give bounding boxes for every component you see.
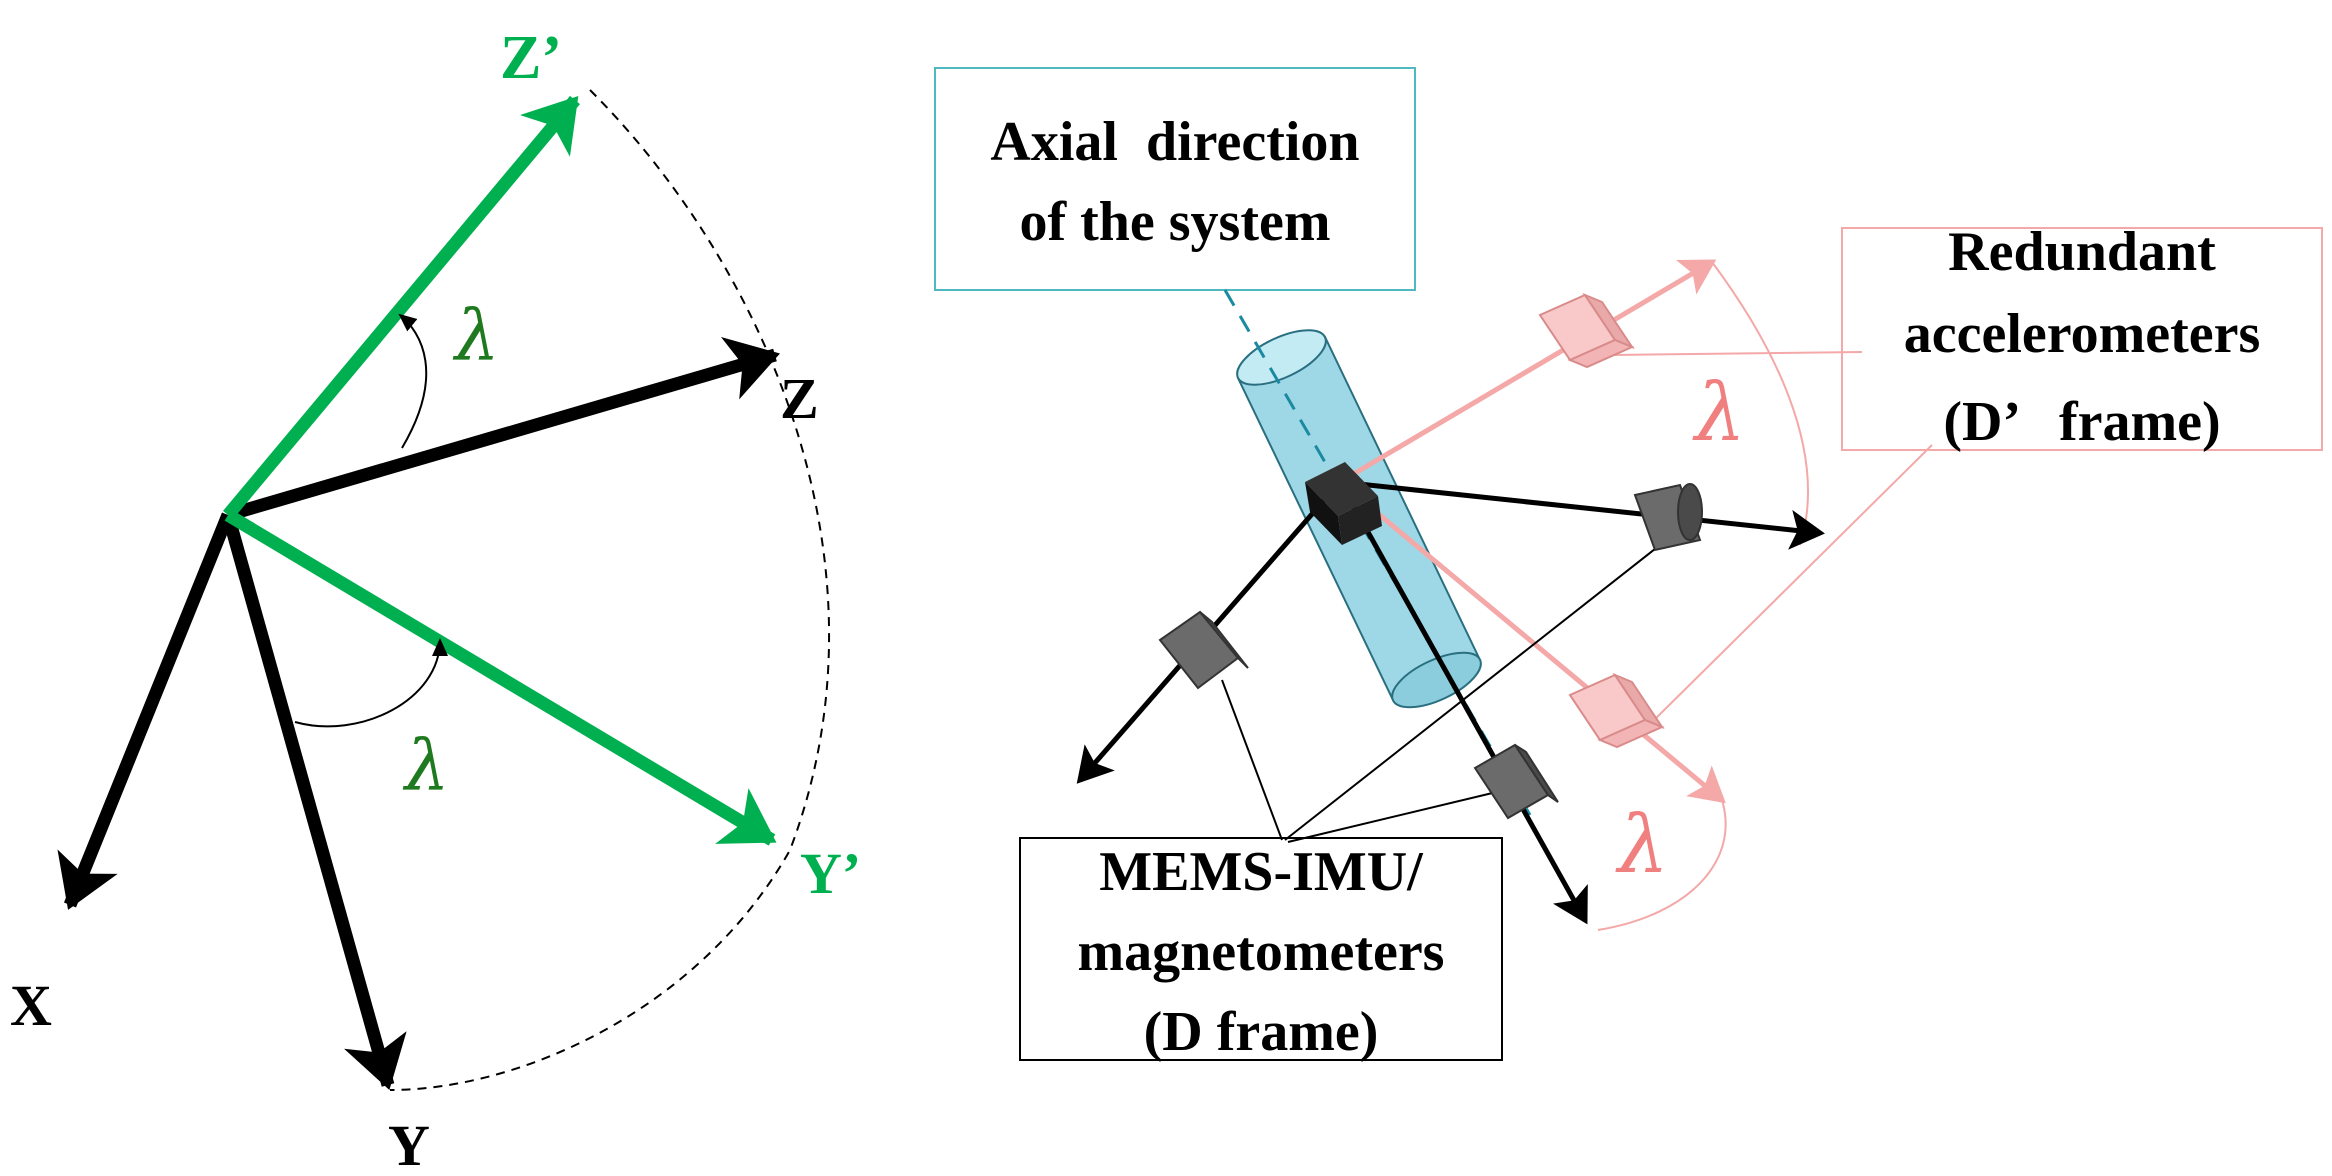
angle-arc-lower [294,638,448,728]
axis-x-arrow [57,512,235,910]
mems-box-line1: MEMS-IMU/ [1099,841,1424,903]
redundant-box-line3: (D’ frame) [1943,391,2220,453]
redundant-angle-lower-lambda: λ [1615,798,1669,891]
right-frame: Axial direction of the system Redundant … [934,67,2323,1063]
left-frame: Z’ Z Y’ X Y λ λ [10,24,861,1176]
redundant-arc-lower [1597,799,1727,931]
axis-y-prime-arrow [224,509,777,846]
leader-lines [1221,351,1933,843]
dashed-arc [389,89,830,1091]
redundant-angle-upper-lambda: λ [1692,366,1746,459]
axis-z-arrow [226,336,780,522]
axial-box-line2: of the system [1019,191,1330,253]
axis-y-arrow [221,513,407,1091]
axial-direction-box [934,67,1416,291]
angle-arc-upper [398,313,428,449]
mems-sensor-left [1158,610,1249,690]
mems-imu-box [1019,837,1503,1061]
imu-arrow-right [1339,479,1825,550]
redundant-arrow-lower [1338,480,1726,804]
sensor-core-cube [1305,462,1382,545]
axis-y-prime-label: Y’ [800,841,861,906]
angle-lower-lambda: λ [402,725,449,807]
redundant-arrow-upper [1338,259,1717,485]
mems-box-line3: (D frame) [1144,1001,1379,1063]
axis-y-label: Y [388,1113,430,1176]
mems-box-line2: magnetometers [1078,921,1445,983]
redundant-arc-upper [1711,261,1809,546]
redundant-box-line1: Redundant [1948,221,2216,283]
redundant-accelerometer-upper [1538,292,1635,369]
redundant-accelerometers-box [1841,227,2323,451]
mems-sensor-down [1473,743,1559,820]
angle-upper-lambda: λ [452,295,499,377]
redundant-box-line2: accelerometers [1904,303,2260,365]
axis-z-prime-arrow [223,95,580,520]
mems-sensor-right [1633,483,1703,552]
axis-z-prime-label: Z’ [500,24,562,92]
axis-z-label: Z [780,366,819,431]
axial-box-line1: Axial direction [990,111,1359,173]
axis-x-label: X [10,973,52,1038]
redundant-accelerometer-lower [1568,672,1665,749]
